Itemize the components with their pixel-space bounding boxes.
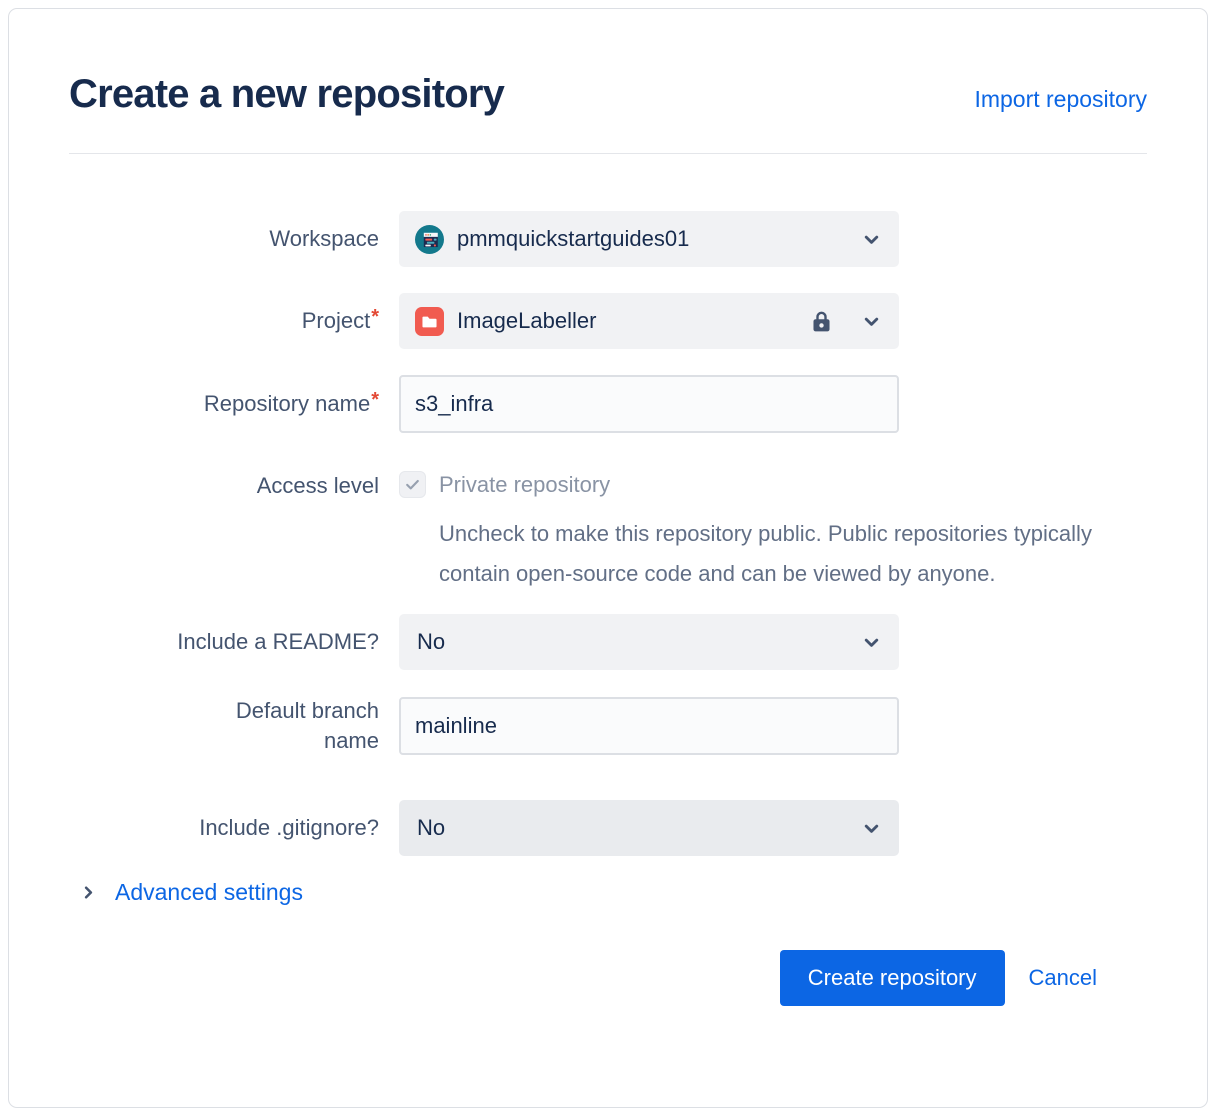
repository-name-input[interactable] [399, 375, 899, 433]
private-repository-checkbox[interactable] [399, 471, 426, 498]
chevron-down-icon [860, 631, 883, 654]
include-readme-value: No [417, 629, 446, 654]
chevron-down-icon [860, 310, 883, 333]
default-branch-input[interactable] [399, 697, 899, 755]
form-actions: Create repository Cancel [69, 950, 1147, 1006]
repository-name-row: Repository name* [69, 375, 1147, 433]
workspace-value: pmmquickstartguides01 [457, 226, 690, 251]
private-repository-label: Private repository [439, 471, 611, 497]
create-repository-card: Create a new repository Import repositor… [8, 8, 1208, 1108]
advanced-settings-toggle[interactable]: Advanced settings [79, 879, 303, 906]
include-gitignore-row: Include .gitignore? No [69, 800, 1147, 856]
access-level-row: Access level Private repository Uncheck … [69, 459, 1147, 594]
chevron-down-icon [860, 817, 883, 840]
access-level-help-text: Uncheck to make this repository public. … [439, 521, 1092, 586]
include-gitignore-label: Include .gitignore? [199, 815, 379, 840]
include-readme-row: Include a README? No [69, 614, 1147, 670]
workspace-row: Workspace [69, 211, 1147, 267]
include-gitignore-value: No [417, 815, 446, 840]
workspace-avatar-icon [415, 224, 444, 254]
project-select[interactable]: ImageLabeller [399, 293, 899, 349]
required-asterisk: * [371, 306, 379, 328]
project-row: Project* ImageLabeller [69, 293, 1147, 349]
include-readme-label: Include a README? [177, 629, 379, 654]
workspace-select[interactable]: pmmquickstartguides01 [399, 211, 899, 267]
project-value: ImageLabeller [457, 308, 597, 333]
chevron-right-icon [79, 883, 98, 902]
chevron-down-icon [860, 228, 883, 251]
cancel-button[interactable]: Cancel [1028, 965, 1097, 990]
page-title: Create a new repository [69, 72, 505, 116]
include-readme-select[interactable]: No [399, 614, 899, 670]
repository-name-label: Repository name* [203, 389, 379, 416]
default-branch-label: Default branch name [235, 698, 379, 753]
private-repository-option: Private repository [399, 471, 899, 498]
header: Create a new repository Import repositor… [69, 71, 1147, 117]
default-branch-row: Default branch name [69, 696, 1147, 756]
access-level-label: Access level [256, 473, 379, 498]
workspace-label: Workspace [269, 226, 379, 251]
required-asterisk: * [371, 389, 379, 411]
advanced-settings-label: Advanced settings [115, 879, 303, 905]
include-gitignore-select[interactable]: No [399, 800, 899, 856]
create-repository-form: Workspace [69, 211, 1147, 1006]
import-repository-link[interactable]: Import repository [974, 86, 1147, 112]
lock-icon [809, 308, 834, 335]
project-folder-icon [415, 306, 444, 336]
create-repository-button[interactable]: Create repository [779, 950, 1005, 1006]
header-divider [69, 153, 1147, 154]
project-label: Project* [301, 306, 379, 333]
